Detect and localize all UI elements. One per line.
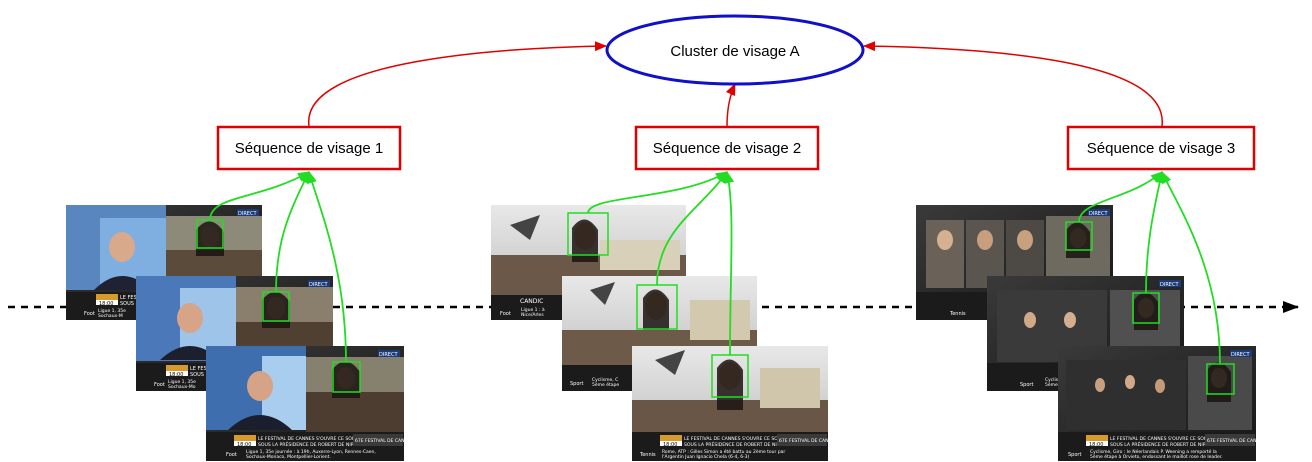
clock: 18:00: [237, 442, 251, 448]
section-label: Sport: [570, 381, 583, 387]
ticker-text: LE FESTIVAL DE CANNES S'OUVRE CE SOIR: [258, 436, 357, 442]
clock: 18:00: [1089, 442, 1103, 448]
ticker-text: LE FESTIVAL DE CANNES S'OUVRE CE SOIR: [1110, 436, 1209, 442]
clock: 18:00: [663, 442, 677, 448]
side-label: 67E FESTIVAL DE CANNES: [1207, 438, 1266, 444]
ticker-text: CANDIC: [520, 298, 543, 305]
section-label: Foot: [500, 311, 511, 317]
video-frame: DIRECT 18:00 LE FESTIVAL DE CANNES S'OUV…: [206, 346, 414, 461]
crawl-text-2: Sochaux-M: [98, 313, 123, 319]
section-label: Sport: [1020, 382, 1033, 388]
clock: 18:00: [169, 372, 183, 378]
arrow-seq1-to-cluster: [308, 41, 607, 127]
arrow-seq2-to-cluster: [725, 83, 736, 127]
crawl-text-2: 5ème étape à Orvieto, endossant le maill…: [1090, 453, 1223, 460]
direct-badge: DIRECT: [309, 282, 328, 288]
section-label: Tennis: [639, 452, 656, 458]
face-to-sequence-arrows: [209, 171, 1221, 365]
ticker-text-2: SOUS LA P: [190, 372, 216, 378]
frame-group-2: CANDIC Foot Ligue 1 : à Nice/Arles Sport…: [491, 205, 838, 461]
crawl-text-2: Sochaux-Mo: [168, 384, 196, 390]
frame-group-3: DIRECT Tennis DIRECT Sport Cyclisme, Gir…: [916, 205, 1266, 461]
frame-group-1: DIRECT 18:00 LE FESTIVAL SOUS LA P Foot …: [66, 205, 414, 461]
clock: 18:00: [99, 301, 113, 307]
direct-badge: DIRECT: [1089, 211, 1108, 217]
arrow-face-to-seq1: [209, 171, 310, 221]
sequence-node-2: Séquence de visage 2: [634, 125, 820, 171]
side-label: 67E FESTIVAL DE CANNES: [355, 438, 414, 444]
sequence-node-3: Séquence de visage 3: [1066, 125, 1256, 171]
sequence-label: Séquence de visage 3: [1087, 140, 1235, 157]
sequence-label: Séquence de visage 1: [235, 140, 383, 157]
ticker-text: LE FESTIVAL: [120, 295, 151, 301]
crawl-text: Ligue 1, 35e: [98, 308, 126, 314]
arrow-face-to-seq2: [656, 171, 728, 286]
crawl-text: Ligue 1, 35e: [168, 379, 196, 385]
arrow-face-to-seq3: [1145, 171, 1165, 294]
side-label: 67E FESTIVAL DE CANNES: [779, 438, 838, 444]
ticker-text-2: SOUS LA P: [120, 301, 146, 307]
cluster-node: Cluster de visage A: [605, 14, 865, 86]
arrow-seq3-to-cluster: [863, 41, 1163, 127]
section-label: Sport: [1068, 452, 1081, 458]
sequence-label: Séquence de visage 2: [653, 140, 801, 157]
direct-badge: DIRECT: [1231, 352, 1250, 358]
arrow-face-to-seq1: [307, 171, 347, 363]
crawl-text: Ligue 1 : à: [521, 306, 545, 313]
arrow-face-to-seq2: [587, 171, 728, 214]
video-frame: DIRECT 18:00 LE FESTIVAL DE CANNES S'OUV…: [1058, 346, 1266, 461]
section-label: Tennis: [949, 311, 966, 317]
arrow-face-to-seq2: [724, 171, 735, 356]
crawl-text-2: l'Argentin Juan Ignacio Chela (6-4, 6-3): [662, 454, 750, 460]
ticker-text: LE FESTIVAL DE CANNES S'OUVRE CE SOIR: [684, 436, 783, 442]
sequence-node-1: Séquence de visage 1: [216, 125, 402, 171]
video-frame: 18:00 LE FESTIVAL DE CANNES S'OUVRE CE S…: [632, 346, 838, 461]
section-label: Foot: [154, 382, 165, 388]
crawl-text: Cyclisme, C: [592, 377, 618, 383]
ticker-text-2: SOUS LA PRÉSIDENCE DE ROBERT DE NIRO: [684, 440, 784, 448]
crawl-text: Cyclisme, Giro : le Néerlandais P. Weeni…: [1090, 448, 1217, 455]
crawl-text-2: 5ème étape: [592, 381, 619, 388]
crawl-text: Rome, ATP : Gilles Simon a été battu au …: [662, 448, 785, 455]
cluster-label: Cluster de visage A: [670, 43, 799, 60]
arrow-face-to-seq3: [1161, 171, 1221, 365]
ticker-text-2: SOUS LA PRÉSIDENCE DE ROBERT DE NIRO: [1110, 440, 1210, 448]
direct-badge: DIRECT: [379, 352, 398, 358]
section-label: Foot: [84, 311, 95, 317]
crawl-text: Ligue 1, 35e journée : à 19h, Auxerre-Ly…: [246, 448, 376, 455]
arrow-face-to-seq1: [275, 171, 310, 293]
section-label: Foot: [226, 452, 237, 458]
sequence-to-cluster-arrows: [308, 41, 1163, 127]
direct-badge: DIRECT: [238, 211, 257, 217]
crawl-text-2: Nice/Arles: [521, 312, 544, 318]
ticker-text: LE FESTIVAL: [190, 366, 221, 372]
ticker-text-2: SOUS LA PRÉSIDENCE DE ROBERT DE NIRO: [258, 440, 358, 448]
crawl-text-2: Sochaux-Monaco, Montpellier-Lorient.: [246, 454, 331, 460]
arrow-face-to-seq3: [1078, 171, 1163, 223]
direct-badge: DIRECT: [1160, 282, 1179, 288]
